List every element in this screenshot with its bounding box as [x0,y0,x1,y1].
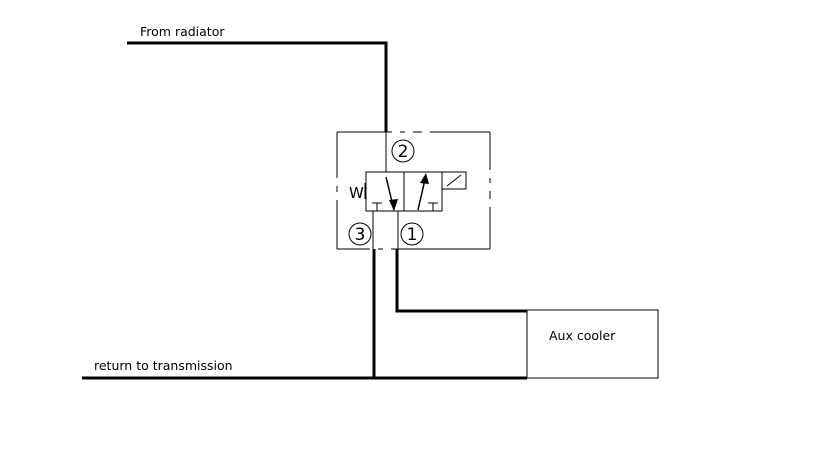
valve-enclosure [336,131,491,250]
solenoid-actuator [441,171,467,190]
aux-cooler-label: Aux cooler [549,328,616,343]
spring-symbol: W [349,184,364,202]
port-1-marker: 1 [400,222,424,246]
valve-spool [365,171,443,212]
return-line [82,249,527,380]
return-to-transmission-label: return to transmission [94,358,233,373]
aux-cooler-box: Aux cooler [526,309,659,379]
aux-cooler-feed-line [395,249,527,313]
from-radiator-label: From radiator [140,24,225,39]
port-1-number: 1 [407,225,418,245]
port-2-number: 2 [398,142,409,162]
port-3-marker: 3 [348,222,372,246]
port-3-number: 3 [355,225,366,245]
port-2-marker: 2 [391,139,415,163]
flow-arrow-head-down [389,199,398,211]
flow-arrow-head-up [420,173,429,184]
from-radiator-line [127,41,388,132]
